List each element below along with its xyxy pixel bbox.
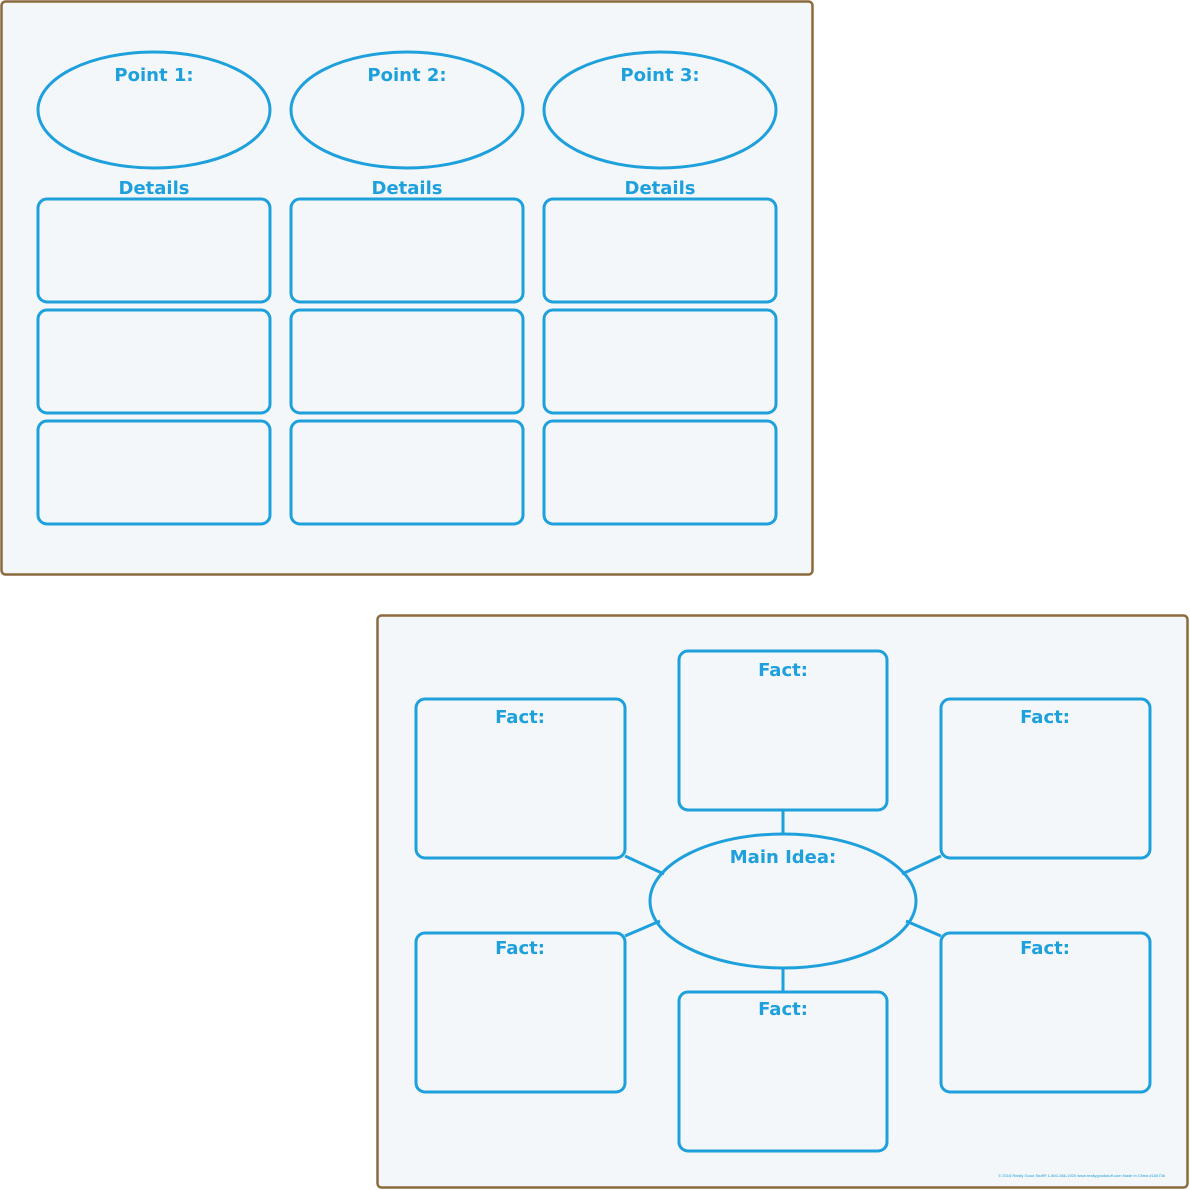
fact-box bbox=[414, 697, 627, 860]
connector-lines bbox=[624, 810, 942, 992]
point-column: Point 1: Details bbox=[36, 50, 272, 526]
detail-box bbox=[542, 308, 778, 415]
detail-box bbox=[36, 197, 272, 304]
point-column: Point 2: Details bbox=[289, 50, 525, 526]
connector-line bbox=[905, 919, 942, 938]
fact-box bbox=[414, 931, 627, 1094]
detail-box bbox=[289, 308, 525, 415]
detail-box bbox=[542, 197, 778, 304]
point-ellipse bbox=[36, 50, 272, 170]
footer-text: © 2016 Really Good Stuff® 1-800-366-1920… bbox=[998, 1173, 1166, 1178]
board-frame bbox=[0, 0, 814, 576]
fact-box bbox=[939, 931, 1152, 1094]
connector-line bbox=[901, 854, 942, 876]
main-idea-ellipse bbox=[648, 832, 918, 970]
details-label: Details bbox=[372, 178, 443, 199]
fact-label: Fact: bbox=[495, 938, 545, 959]
detail-box bbox=[542, 419, 778, 526]
fact-label: Fact: bbox=[495, 707, 545, 728]
detail-box bbox=[289, 197, 525, 304]
fact-label: Fact: bbox=[758, 660, 808, 681]
fact-label: Fact: bbox=[758, 999, 808, 1020]
point-column: Point 3: Details bbox=[542, 50, 778, 526]
board-main-points-details: Point 1: Details Point 2: Details Point 3: De… bbox=[0, 0, 814, 576]
main-idea-label: Main Idea: bbox=[730, 847, 836, 868]
point-ellipse bbox=[542, 50, 778, 170]
connector-line bbox=[624, 854, 665, 876]
detail-box bbox=[36, 308, 272, 415]
point-label: Point 2: bbox=[367, 65, 446, 86]
fact-label: Fact: bbox=[1020, 938, 1070, 959]
point-label: Point 1: bbox=[114, 65, 193, 86]
details-label: Details bbox=[625, 178, 696, 199]
fact-box bbox=[939, 697, 1152, 860]
detail-box bbox=[289, 419, 525, 526]
point-ellipse bbox=[289, 50, 525, 170]
fact-box bbox=[677, 649, 889, 812]
fact-label: Fact: bbox=[1020, 707, 1070, 728]
board-main-idea-facts: Main Idea: Fact: Fact: Fact: Fact: Fact:… bbox=[376, 614, 1189, 1189]
fact-box bbox=[677, 990, 889, 1153]
detail-box bbox=[36, 419, 272, 526]
connector-line bbox=[624, 919, 661, 938]
details-label: Details bbox=[119, 178, 190, 199]
point-label: Point 3: bbox=[620, 65, 699, 86]
board-frame bbox=[376, 614, 1189, 1189]
